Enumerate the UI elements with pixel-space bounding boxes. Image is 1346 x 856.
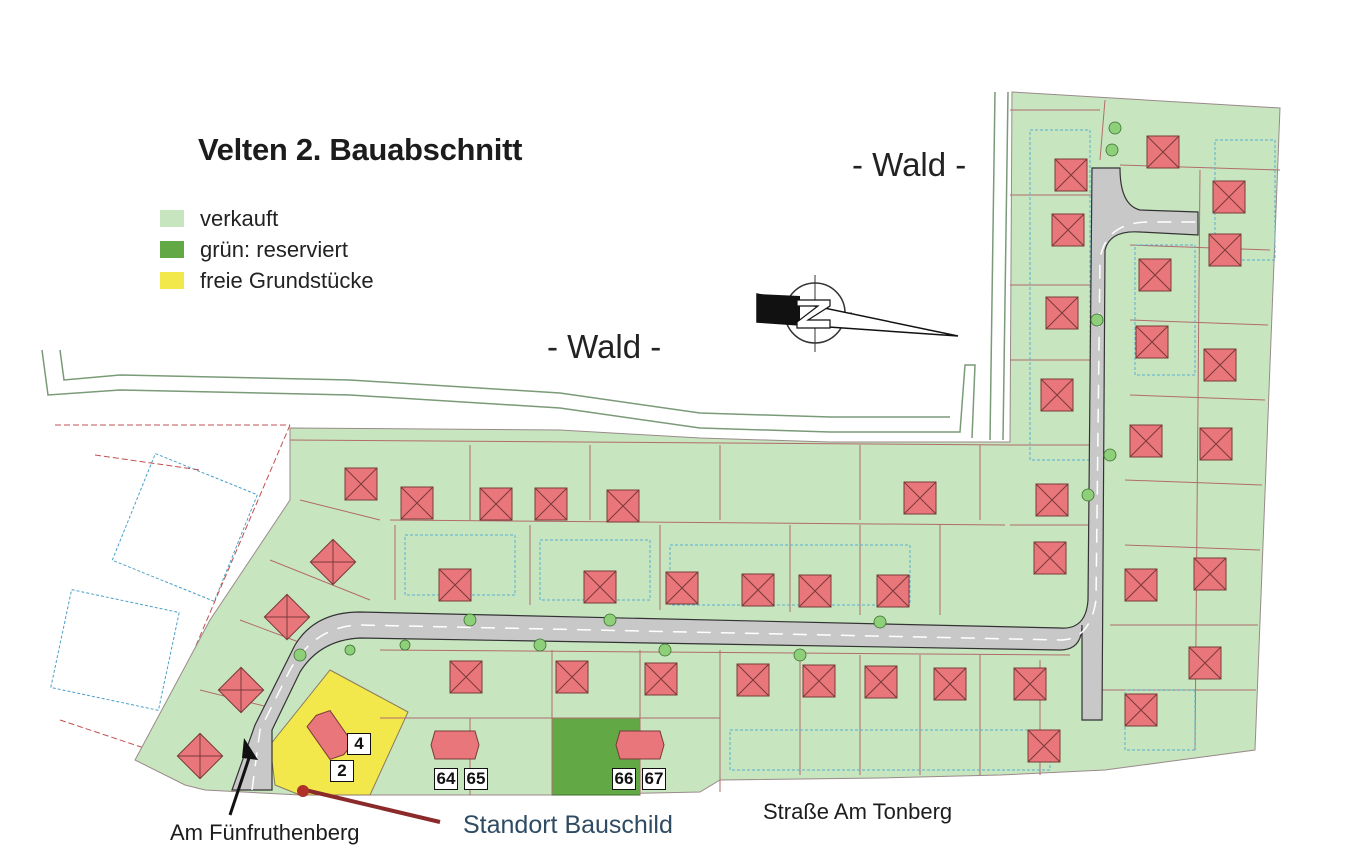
- house-roof-lines: [310, 539, 356, 585]
- house-roof-lines: [1188, 646, 1222, 680]
- house-roof-lines: [1138, 258, 1172, 292]
- house-roof-lines: [534, 487, 568, 521]
- house-roof-lines: [876, 574, 910, 608]
- forest-label-west: - Wald -: [547, 328, 662, 365]
- forest-label-north: - Wald -: [852, 146, 967, 183]
- plot-number-free-upper: 4: [347, 733, 371, 755]
- house-roof-lines: [606, 489, 640, 523]
- house-roof-lines: [555, 660, 589, 694]
- house-roof-lines: [479, 487, 513, 521]
- house-roof-lines: [864, 665, 898, 699]
- house-roof-lines: [903, 481, 937, 515]
- house-roof-lines: [1212, 180, 1246, 214]
- house-roof-lines: [344, 467, 378, 501]
- plot-number-free-lower: 2: [330, 760, 354, 782]
- house-roof-lines: [933, 667, 967, 701]
- house-roof-lines: [1054, 158, 1088, 192]
- legend-label-free: freie Grundstücke: [200, 267, 374, 293]
- house-roof-lines: [644, 662, 678, 696]
- legend-swatch-sold: [160, 210, 184, 227]
- house-roof-lines: [802, 664, 836, 698]
- house-roof-lines: [741, 573, 775, 607]
- street-trees: [293, 121, 1122, 662]
- house-roof-lines: [1124, 693, 1158, 727]
- house-roof-lines: [798, 574, 832, 608]
- street-label-south: Straße Am Tonberg: [763, 799, 953, 824]
- sign-location-label: Standort Bauschild: [463, 811, 673, 839]
- house-roof-lines: [264, 594, 310, 640]
- planned-house: [615, 730, 665, 760]
- house-roof-lines: [1129, 424, 1163, 458]
- planned-house: [430, 730, 480, 760]
- house-roof-lines: [438, 568, 472, 602]
- house-roof-lines: [1199, 427, 1233, 461]
- house-roof-lines: [736, 663, 770, 697]
- map-title: Velten 2. Bauabschnitt: [198, 132, 523, 167]
- north-arrow-icon: [756, 275, 959, 352]
- legend-swatch-reserved: [160, 241, 184, 258]
- houses: [176, 135, 1246, 780]
- legend-label-sold: verkauft: [200, 205, 279, 231]
- legend-swatch-free: [160, 272, 184, 289]
- house-roof-lines: [1208, 233, 1242, 267]
- plot-number-sold-b: 65: [464, 768, 488, 790]
- legend: verkauft grün: reserviert freie Grundstü…: [160, 203, 374, 296]
- parcel-lines: [199, 99, 1281, 795]
- forest-edge: [41, 91, 1009, 441]
- street-pointer-arrow: [228, 738, 258, 816]
- legend-item-free: freie Grundstücke: [160, 265, 374, 296]
- house-roof-lines: [177, 733, 223, 779]
- house-roof-lines: [1027, 729, 1061, 763]
- house-roof-lines: [449, 660, 483, 694]
- house-roof-lines: [1193, 557, 1227, 591]
- house-roof-lines: [1045, 296, 1079, 330]
- house-roof-lines: [1035, 483, 1069, 517]
- house-roof-lines: [1013, 667, 1047, 701]
- house-roof-lines: [1033, 541, 1067, 575]
- house-roof-lines: [583, 570, 617, 604]
- house-roof-lines: [1135, 325, 1169, 359]
- plot-number-reserved-a: 66: [612, 768, 636, 790]
- house-roof-lines: [1146, 135, 1180, 169]
- sign-location-marker: [297, 785, 441, 824]
- legend-item-reserved: grün: reserviert: [160, 234, 374, 265]
- street-label-west: Am Fünfruthenberg: [170, 820, 360, 845]
- house-roof-lines: [1124, 568, 1158, 602]
- house-roof-lines: [1040, 378, 1074, 412]
- house-roof-lines: [400, 486, 434, 520]
- plot-number-sold-a: 64: [434, 768, 458, 790]
- house-roof-lines: [218, 667, 264, 713]
- plot-number-reserved-b: 67: [642, 768, 666, 790]
- house-roof-lines: [665, 571, 699, 605]
- legend-item-sold: verkauft: [160, 203, 374, 234]
- legend-label-reserved: grün: reserviert: [200, 236, 348, 262]
- house-roof-lines: [1051, 213, 1085, 247]
- road: [231, 167, 1199, 791]
- house-roof-lines: [1203, 348, 1237, 382]
